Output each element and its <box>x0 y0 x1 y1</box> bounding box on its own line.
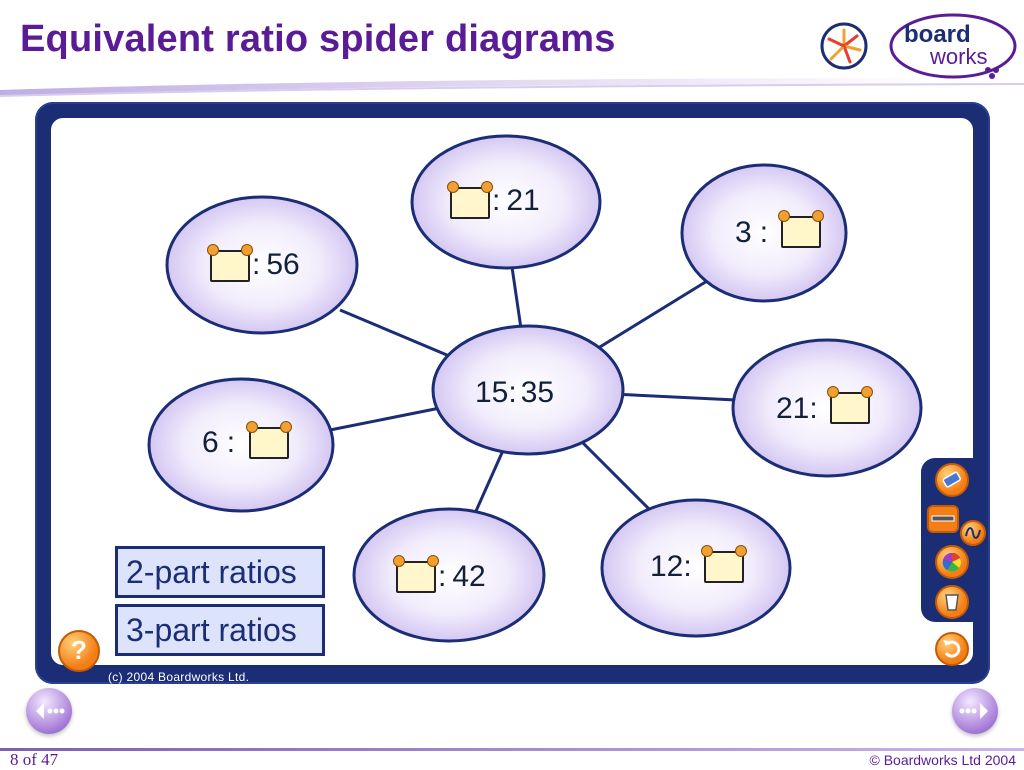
pen-icon[interactable] <box>927 505 959 533</box>
previous-arrow-icon <box>36 703 65 719</box>
center-ratio-right: 35 <box>520 376 555 409</box>
trash-glyph <box>945 594 959 611</box>
ratio-top-separator: : <box>492 184 501 217</box>
two-part-ratios-button[interactable]: 2-part ratios <box>115 546 325 598</box>
ratio-left-separator: : <box>226 426 236 459</box>
ratio-top-right: 21 <box>506 184 540 217</box>
next-arrow-icon <box>959 703 988 719</box>
answer-note-top[interactable] <box>447 181 493 219</box>
slide-title: Equivalent ratio spider diagrams <box>20 18 616 60</box>
ratio-top-left-right: 56 <box>266 248 300 281</box>
answer-note-top-right[interactable] <box>778 210 824 248</box>
ratio-right-separator: : <box>809 392 818 425</box>
answer-note-bottom-right[interactable] <box>701 545 747 583</box>
center-ratio-left: 15 <box>475 376 509 409</box>
next-slide-button[interactable] <box>952 688 998 734</box>
answer-note-left[interactable] <box>246 421 292 459</box>
footer-copyright: © Boardworks Ltd 2004 <box>869 752 1016 768</box>
ratio-bottom: :42 <box>438 562 486 592</box>
slide-counter: 8 of 47 <box>10 750 59 769</box>
footer-divider <box>0 748 1024 751</box>
trash-icon[interactable] <box>935 585 969 619</box>
ratio-top-left: :56 <box>252 250 300 280</box>
ratio-right-left: 21 <box>776 392 810 425</box>
logo-text-works: works <box>929 44 987 69</box>
eraser-glyph <box>942 471 961 488</box>
logo-text-board: board <box>904 21 971 48</box>
color-wheel-glyph <box>942 552 962 572</box>
squiggle-glyph <box>965 527 981 539</box>
squiggle-icon[interactable] <box>960 520 986 546</box>
ratio-bottom-right: 42 <box>452 560 486 593</box>
ratio-left: 6: <box>202 428 235 458</box>
pen-glyph <box>931 515 955 522</box>
color-wheel-icon[interactable] <box>935 545 969 579</box>
board-copyright: (c) 2004 Boardworks Ltd. <box>108 670 250 684</box>
ratio-right: 21: <box>776 394 818 424</box>
ratio-top-right: 3: <box>735 218 768 248</box>
ratio-bottom-right-separator: : <box>683 550 692 583</box>
help-button[interactable]: ? <box>58 630 100 672</box>
answer-note-bottom[interactable] <box>393 555 439 593</box>
answer-note-top-left[interactable] <box>207 244 253 282</box>
answer-note-right[interactable] <box>827 386 873 424</box>
ratio-bottom-right-left: 12 <box>650 550 684 583</box>
ratio-top-right-left: 3 <box>735 216 752 249</box>
center-ratio-separator: : <box>508 376 517 409</box>
center-ratio: 15:35 <box>475 378 554 408</box>
ratio-bottom-right: 12: <box>650 552 692 582</box>
boardworks-logo: board works <box>820 13 1017 79</box>
undo-icon[interactable] <box>935 632 969 666</box>
ratio-top: :21 <box>492 186 540 216</box>
three-part-ratios-button[interactable]: 3-part ratios <box>115 604 325 656</box>
eraser-icon[interactable] <box>935 463 969 497</box>
ratio-bottom-separator: : <box>438 560 447 593</box>
ratio-top-left-separator: : <box>252 248 261 281</box>
ratio-top-right-separator: : <box>759 216 769 249</box>
ratio-left-left: 6 <box>202 426 219 459</box>
title-underline <box>0 78 1024 97</box>
previous-slide-button[interactable] <box>26 688 72 734</box>
undo-glyph <box>943 640 961 658</box>
